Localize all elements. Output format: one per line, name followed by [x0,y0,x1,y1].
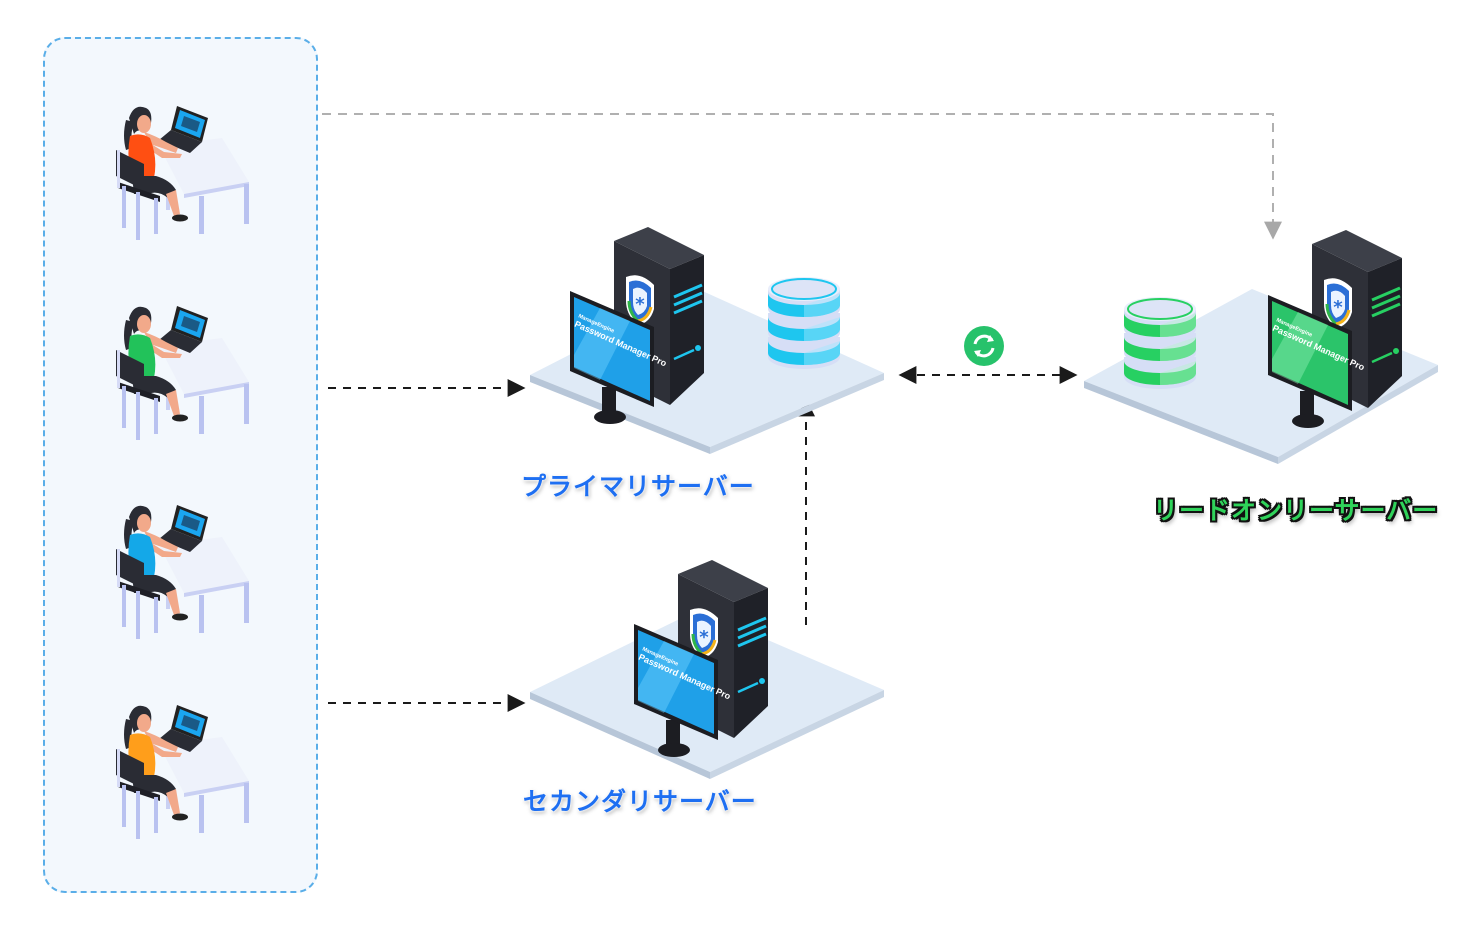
user-workstation [104,497,254,647]
chair-icon [116,350,160,440]
user-workstation [104,98,254,248]
primary-server-node: * ManageEngine Password Manager Pro [528,225,888,455]
svg-text:*: * [699,627,709,648]
server-tower-icon: * [678,560,768,738]
user-workstation [104,697,254,847]
shield-icon: * [690,608,718,658]
readonly-server-label: リードオンリーサーバー [1153,496,1439,525]
shield-icon: * [626,275,654,325]
laptop-icon [159,505,208,552]
connector-users-to-readonly [322,113,1282,240]
chair-icon [116,749,160,839]
primary-server-label: プライマリサーバー [521,472,755,501]
sync-icon [964,326,1004,366]
desk-icon [159,537,249,633]
laptop-icon [159,306,208,353]
svg-text:*: * [635,294,645,315]
chair-icon [116,549,160,639]
database-icon [1124,297,1196,389]
monitor-icon: ManageEngine Password Manager Pro [634,624,733,757]
secondary-server-node: * ManageEngine Password Manager Pro [528,560,888,790]
secondary-server-label: セカンダリサーバー [523,787,757,816]
database-icon [768,277,840,369]
shield-icon: * [1324,278,1352,328]
chair-icon [116,150,160,240]
laptop-icon [159,106,208,153]
monitor-icon: ManageEngine Password Manager Pro [1268,295,1367,428]
user-workstation [104,298,254,448]
laptop-icon [159,705,208,752]
desk-icon [159,737,249,833]
desk-icon [159,338,249,434]
desk-icon [159,138,249,234]
svg-text:*: * [1333,297,1343,318]
monitor-icon: ManageEngine Password Manager Pro [570,291,669,424]
readonly-server-node: * ManageEngine Password Manager Pro [1082,225,1442,465]
